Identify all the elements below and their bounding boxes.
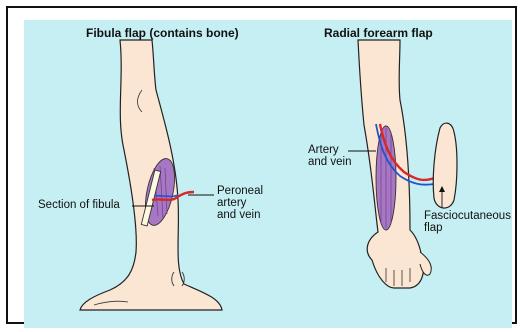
left-title: Fibula flap (contains bone) [86, 26, 239, 40]
leg-illustration [80, 40, 222, 310]
figure-panel: Fibula flap (contains bone) Radial forea… [24, 20, 512, 328]
artery-vein-label: Artery and vein [308, 144, 351, 168]
leg-outline [80, 40, 222, 310]
fasciocutaneous-label: Fasciocutaneous flap [424, 210, 511, 234]
arm-illustration [348, 40, 457, 288]
fasciocutaneous-flap-shape [433, 123, 457, 208]
illustration [24, 20, 512, 328]
right-title: Radial forearm flap [324, 26, 433, 40]
peroneal-label: Peroneal artery and vein [217, 185, 263, 221]
section-of-fibula-label: Section of fibula [38, 199, 120, 211]
